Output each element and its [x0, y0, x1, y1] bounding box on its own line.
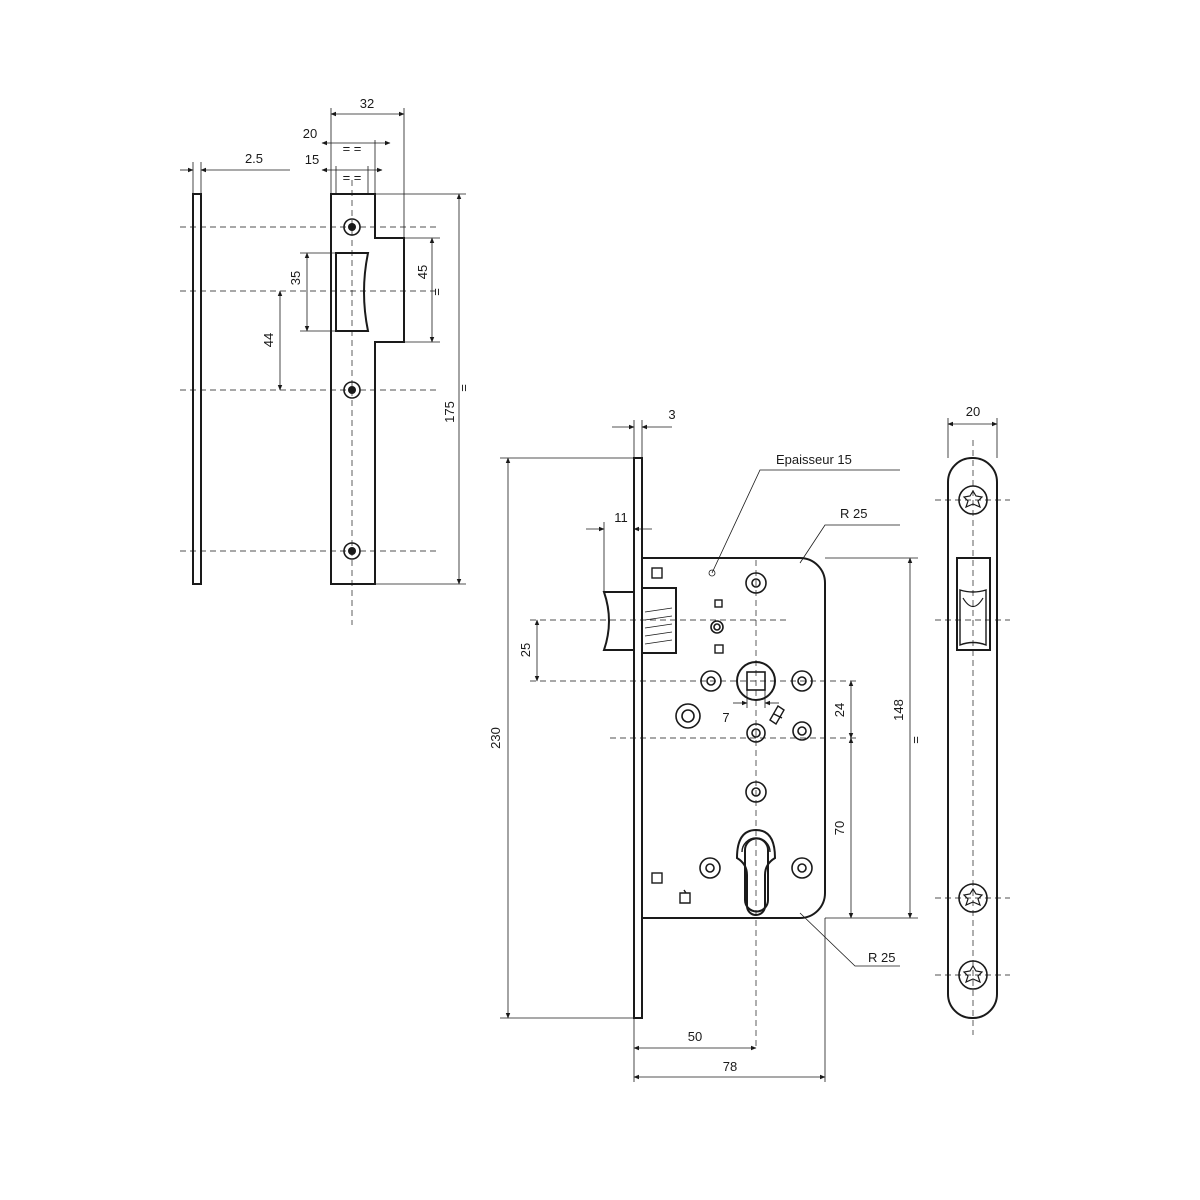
dim-45: 45 — [415, 265, 430, 279]
faceplate-view: 20 — [935, 404, 1010, 1035]
note-thickness: Epaisseur 15 — [776, 452, 852, 467]
dim-20-faceplate: 20 — [966, 404, 980, 419]
lock-case-outline — [641, 557, 826, 919]
dim-11: 11 — [614, 510, 628, 525]
case-screw-hole-mid-right — [792, 721, 812, 741]
strike-latch-opening — [335, 252, 370, 332]
small-hole — [710, 620, 724, 634]
eq-mark-mid: = — [429, 288, 444, 296]
small-lock-icon — [679, 889, 691, 904]
dim-15: 15 — [305, 152, 319, 167]
dim-230: 230 — [488, 727, 503, 749]
dim-7: 7 — [722, 710, 729, 725]
eq-mark-right: = — [908, 736, 923, 744]
case-screw-hole-mid-left — [675, 703, 701, 729]
dim-175: 175 — [442, 401, 457, 423]
eq-mark-side: = — [456, 384, 471, 392]
lock-body-view: 3 11 Epaisseur 15 R 25 R 25 25 230 7 24 — [488, 407, 923, 1082]
dim-24: 24 — [832, 703, 847, 717]
dim-32: 32 — [360, 96, 374, 111]
faceplate-outline — [947, 457, 998, 1019]
dim-r25-top: R 25 — [840, 506, 867, 521]
latch-bolt — [602, 587, 677, 654]
case-slot-top — [651, 567, 663, 579]
strike-plate-side-profile — [192, 193, 202, 585]
eq-mark-top-a: = = — [343, 141, 362, 156]
case-slot-bottom — [651, 872, 663, 884]
dim-148: 148 — [891, 699, 906, 721]
dim-50: 50 — [688, 1029, 702, 1044]
eq-mark-top-b: = = — [343, 170, 362, 185]
faceplate-latch-slot — [956, 557, 991, 651]
dim-25: 25 — [518, 643, 533, 657]
small-mechanism-part — [769, 705, 785, 725]
dim-2-5: 2.5 — [245, 151, 263, 166]
cylinder-cutout — [744, 837, 769, 913]
strike-plate-view: 32 20 = = 15 = = 2.5 35 45 = 44 — [180, 96, 471, 625]
dim-35: 35 — [288, 271, 303, 285]
faceplate-screw-middle — [958, 883, 988, 913]
dim-3: 3 — [668, 407, 675, 422]
dim-70: 70 — [832, 821, 847, 835]
case-screw-hole-bottom-left — [699, 857, 721, 879]
case-screw-hole-bottom-right — [791, 857, 813, 879]
dim-20-strike: 20 — [303, 126, 317, 141]
dim-78: 78 — [723, 1059, 737, 1074]
dim-44: 44 — [261, 333, 276, 347]
dim-r25-bottom: R 25 — [868, 950, 895, 965]
